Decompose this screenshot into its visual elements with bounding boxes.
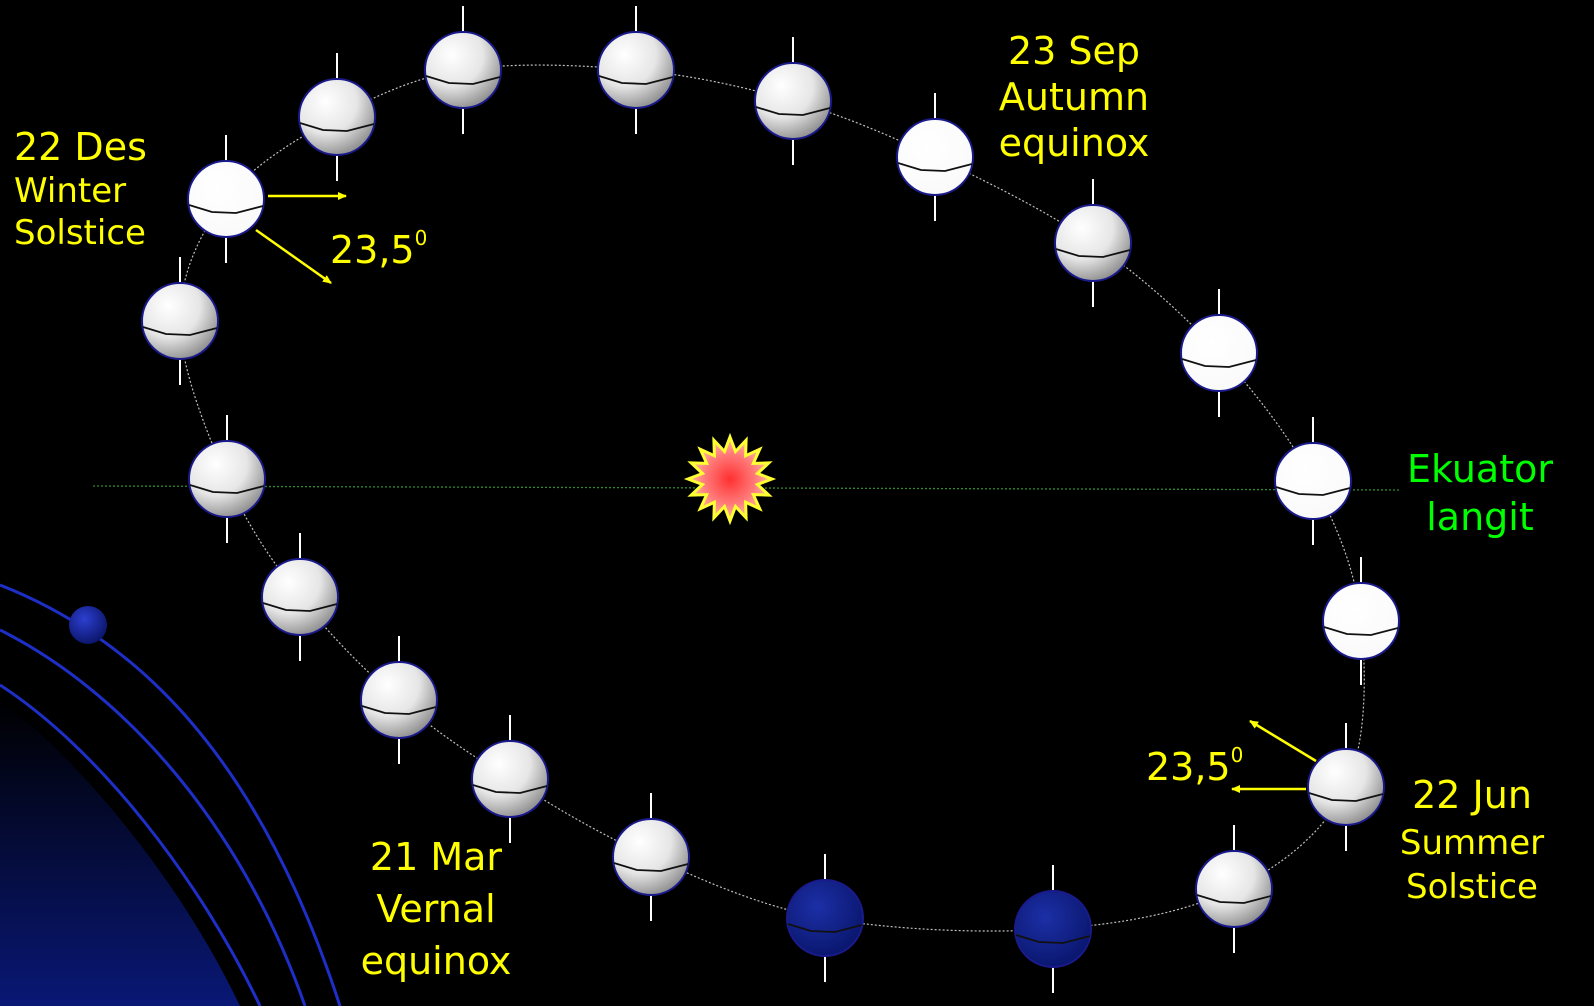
vernal-line1: Vernal bbox=[376, 887, 496, 931]
orbit-line bbox=[179, 64, 1365, 932]
tilt-top-value: 23,5 bbox=[330, 228, 415, 272]
autumn-line1: Autumn bbox=[998, 75, 1150, 119]
vernal-date: 21 Mar bbox=[369, 835, 503, 879]
winter-line2: Solstice bbox=[14, 213, 146, 253]
summer-solstice-label: 22 Jun Summer Solstice bbox=[1398, 776, 1546, 904]
autumn-line2: equinox bbox=[998, 121, 1150, 165]
tilt-top-degree: 0 bbox=[414, 226, 428, 250]
earth-globe-icon bbox=[360, 636, 438, 764]
earth-globe-icon bbox=[471, 715, 549, 843]
earth-globe bbox=[298, 78, 376, 156]
earth-equator bbox=[755, 106, 831, 116]
earth-equator bbox=[613, 862, 689, 872]
corner-decoration bbox=[0, 583, 342, 1006]
earth-globe-icon bbox=[1322, 557, 1400, 685]
earth-equator bbox=[1015, 934, 1091, 944]
equator-line1: Ekuator bbox=[1407, 447, 1553, 491]
tilt-bottom-degree: 0 bbox=[1230, 743, 1244, 767]
earth-globe bbox=[1180, 314, 1258, 392]
equator-line2: langit bbox=[1426, 495, 1534, 539]
earth-globe bbox=[597, 31, 675, 109]
summer-date: 22 Jun bbox=[1412, 773, 1532, 817]
earth-globe-icon bbox=[141, 257, 219, 385]
earth-globe-icon bbox=[1054, 179, 1132, 307]
earth-globe bbox=[1274, 442, 1352, 520]
earth-equator bbox=[142, 326, 218, 336]
winter-solstice-label: 22 Des Winter Solstice bbox=[14, 128, 147, 250]
decor-dot bbox=[69, 606, 107, 644]
earth-equator bbox=[1323, 626, 1399, 636]
earth-globe bbox=[141, 282, 219, 360]
celestial-equator-label: Ekuator langit bbox=[1400, 450, 1560, 536]
earth-globe bbox=[360, 661, 438, 739]
earth-equator bbox=[188, 204, 264, 214]
autumn-date: 23 Sep bbox=[1007, 29, 1141, 73]
earth-globe-icon bbox=[187, 135, 265, 263]
earth-positions bbox=[141, 6, 1400, 993]
earth-globe bbox=[754, 62, 832, 140]
tilt-angle-top: 23,50 bbox=[330, 228, 427, 269]
earth-globe-icon bbox=[1180, 289, 1258, 417]
summer-tilted-arrow bbox=[1249, 719, 1317, 763]
earth-globe-icon bbox=[261, 533, 339, 661]
earth-globe bbox=[1307, 748, 1385, 826]
earth-equator bbox=[1181, 358, 1257, 368]
earth-globe-icon bbox=[1014, 865, 1092, 993]
earth-globe-icon bbox=[1195, 825, 1273, 953]
summer-line2: Solstice bbox=[1406, 867, 1538, 907]
earth-globe-icon bbox=[424, 6, 502, 134]
earth-equator bbox=[299, 122, 375, 132]
autumn-equinox-label: 23 Sep Autumn equinox bbox=[994, 32, 1154, 162]
earth-globe bbox=[896, 118, 974, 196]
tilt-angle-bottom: 23,50 bbox=[1146, 745, 1243, 786]
vernal-equinox-label: 21 Mar Vernal equinox bbox=[356, 838, 516, 980]
earth-globe-icon bbox=[1274, 417, 1352, 545]
earth-globe-icon bbox=[1307, 723, 1385, 851]
earth-equator bbox=[425, 75, 501, 85]
tilt-arrows bbox=[255, 192, 1317, 793]
earth-globe bbox=[786, 879, 864, 957]
earth-globe-icon bbox=[786, 854, 864, 982]
orbit-path bbox=[179, 64, 1365, 932]
earth-equator bbox=[1275, 486, 1351, 496]
earth-globe-icon bbox=[597, 6, 675, 134]
earth-globe-icon bbox=[896, 93, 974, 221]
earth-equator bbox=[472, 784, 548, 794]
sun-icon bbox=[683, 432, 777, 526]
earth-equator bbox=[1196, 894, 1272, 904]
earth-globe bbox=[187, 160, 265, 238]
earth-equator bbox=[262, 602, 338, 612]
tilt-bottom-value: 23,5 bbox=[1146, 745, 1231, 789]
earth-equator bbox=[897, 162, 973, 172]
earth-globe-icon bbox=[188, 415, 266, 543]
earth-globe-icon bbox=[298, 53, 376, 181]
earth-globe bbox=[612, 818, 690, 896]
earth-equator bbox=[1055, 248, 1131, 258]
winter-tilted-arrow bbox=[255, 228, 332, 285]
earth-globe-icon bbox=[612, 793, 690, 921]
earth-globe bbox=[471, 740, 549, 818]
earth-equator bbox=[598, 75, 674, 85]
earth-globe bbox=[1322, 582, 1400, 660]
earth-globe bbox=[261, 558, 339, 636]
earth-equator bbox=[787, 923, 863, 933]
earth-globe bbox=[1195, 850, 1273, 928]
earth-equator bbox=[189, 484, 265, 494]
earth-equator bbox=[361, 705, 437, 715]
vernal-line2: equinox bbox=[360, 939, 512, 983]
earth-globe bbox=[1054, 204, 1132, 282]
winter-date: 22 Des bbox=[14, 125, 147, 169]
summer-line1: Summer bbox=[1399, 823, 1545, 863]
sun-starburst bbox=[683, 432, 777, 526]
earth-globe bbox=[1014, 890, 1092, 968]
earth-equator bbox=[1308, 792, 1384, 802]
earth-globe-icon bbox=[754, 37, 832, 165]
earth-globe bbox=[424, 31, 502, 109]
earth-globe bbox=[188, 440, 266, 518]
winter-line1: Winter bbox=[14, 171, 127, 211]
